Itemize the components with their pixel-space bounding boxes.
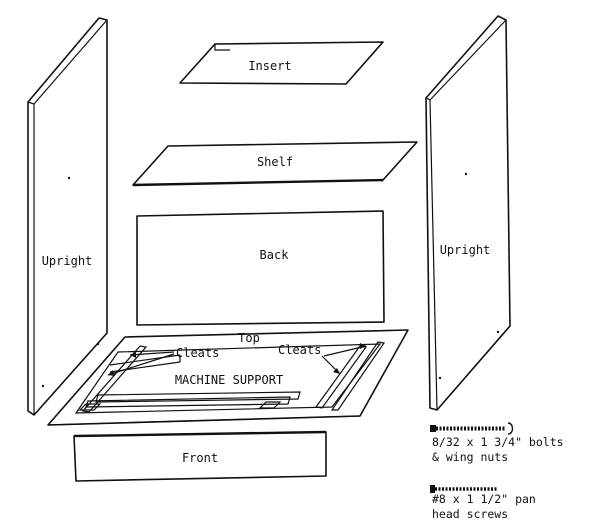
cleats-arrows	[107, 343, 367, 376]
insert-label: Insert	[248, 59, 291, 73]
screw-icon	[430, 485, 498, 493]
screws-hardware: #8 x 1 1/2" pan head screws	[430, 485, 536, 521]
top-label: Top	[238, 331, 260, 345]
upright-right-panel: Upright	[425, 15, 511, 411]
upright-left-panel: Upright	[27, 17, 108, 416]
screws-line1: #8 x 1 1/2" pan	[432, 492, 536, 506]
upright-left-label: Upright	[42, 254, 93, 268]
machine-support: MACHINE SUPPORT	[78, 373, 283, 411]
bolts-line2: & wing nuts	[432, 450, 508, 464]
machine-support-label: MACHINE SUPPORT	[175, 373, 283, 387]
front-panel: Front	[73, 430, 327, 482]
bolts-hardware: 8/32 x 1 3/4" bolts & wing nuts	[430, 422, 564, 464]
cleats-right-label: Cleats	[278, 343, 321, 357]
insert-panel: Insert	[179, 41, 384, 85]
bolts-line1: 8/32 x 1 3/4" bolts	[432, 435, 564, 449]
cleats-left-label: Cleats	[176, 346, 219, 360]
shelf-panel: Shelf	[132, 141, 418, 187]
screws-line2: head screws	[432, 507, 508, 521]
upright-right-label: Upright	[440, 243, 491, 257]
back-label: Back	[260, 248, 290, 262]
front-label: Front	[182, 451, 218, 465]
shelf-label: Shelf	[257, 155, 293, 169]
back-panel: Back	[136, 210, 385, 326]
bolt-icon	[430, 422, 514, 435]
